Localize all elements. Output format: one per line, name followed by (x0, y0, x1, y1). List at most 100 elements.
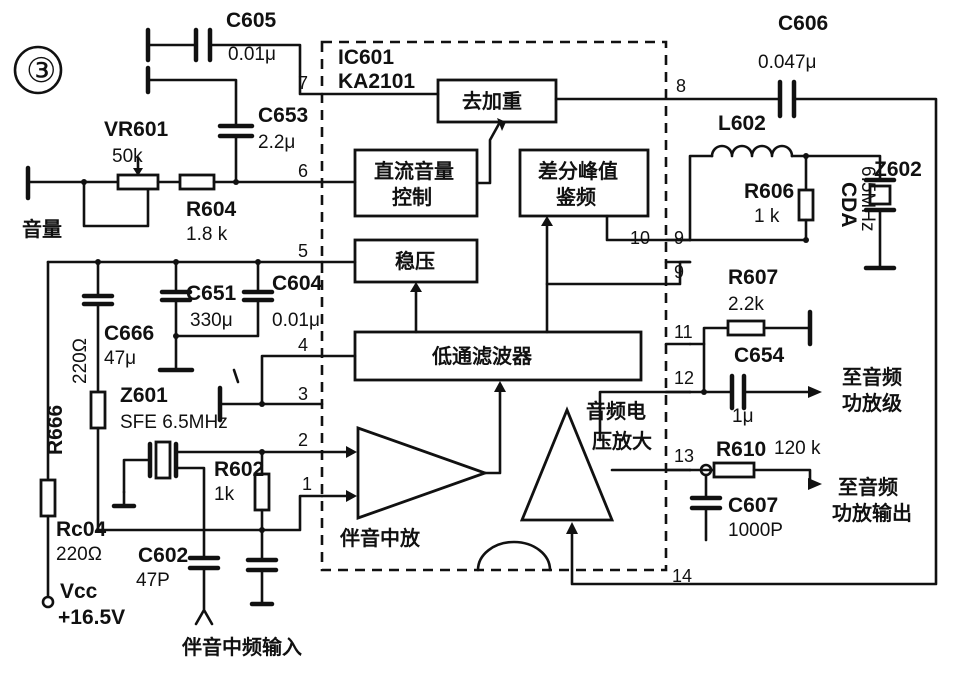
deemphasis-block (436, 78, 558, 124)
pin-14: 14 (672, 566, 692, 586)
pin-5: 5 (298, 241, 308, 261)
if-amp-triangle (356, 426, 490, 520)
out1-label-2: 功放级 (842, 391, 902, 415)
vr601-ref: VR601 (104, 118, 169, 141)
z602-type: CDA (837, 182, 860, 228)
l602-symbol (710, 144, 794, 158)
c651-value: 330μ (190, 310, 233, 331)
z602-symbol (868, 184, 892, 206)
c606-symbol (777, 79, 797, 119)
pin-3: 3 (298, 384, 308, 404)
lowpass-label: 低通滤波器 (431, 344, 533, 368)
r606-value: 1 k (754, 206, 780, 227)
c604-ref: C604 (272, 272, 323, 295)
z601-symbol (147, 441, 179, 479)
c653-ref: C653 (258, 104, 308, 127)
pin-6: 6 (298, 161, 308, 181)
r666-value: 220Ω (70, 338, 91, 384)
dc-volume-label-2: 控制 (392, 185, 432, 209)
vr601-symbol (116, 173, 160, 191)
pin-13: 13 (674, 446, 694, 466)
ic-boundary (320, 40, 668, 572)
r604-value: 1.8 k (186, 224, 228, 245)
r607-ref: R607 (728, 266, 778, 289)
z602-ref: Z602 (874, 158, 922, 181)
diff-peak-label-1: 差分峰值 (538, 159, 618, 183)
c666-value: 47μ (104, 348, 136, 369)
c606-value: 0.047μ (758, 52, 817, 73)
ic-ref: IC601 (338, 46, 394, 69)
input-label: 伴音中频输入 (181, 635, 302, 659)
out2-label-2: 功放输出 (832, 501, 912, 525)
vr601-value: 50k (112, 146, 143, 167)
c654-ref: C654 (734, 344, 785, 367)
regulator-block (353, 238, 479, 284)
out1-arrow (808, 386, 822, 398)
c602-ref: C602 (138, 544, 188, 567)
pin-9-upper: 9 (674, 228, 684, 248)
out2-label-1: 至音频 (838, 475, 898, 499)
c602-value: 47P (136, 570, 170, 591)
deemphasis-label: 去加重 (462, 89, 522, 113)
r610-ref: R610 (716, 438, 766, 461)
r607-value: 2.2k (728, 294, 764, 315)
pin-7: 7 (298, 73, 308, 93)
r602-value: 1k (214, 484, 235, 505)
c607-ref: C607 (728, 494, 778, 517)
r607-symbol (726, 319, 766, 337)
volume-label: 音量 (22, 217, 62, 241)
r606-ref: R606 (744, 180, 794, 203)
c605-value: 0.01μ (228, 44, 276, 65)
pin-12: 12 (674, 368, 694, 388)
vcc-label: Vcc (60, 580, 98, 603)
r610-symbol (712, 461, 756, 479)
z602-freq: 6.5MHz (857, 166, 878, 231)
r602-ref: R602 (214, 458, 264, 481)
c602-symbol (187, 555, 221, 571)
z601-ref: Z601 (120, 384, 168, 407)
ic-part: KA2101 (338, 70, 415, 93)
rc04-value: 220Ω (56, 544, 102, 565)
figure-number-circle (13, 45, 63, 95)
c606-ref: C606 (778, 12, 828, 35)
vcc-terminal (41, 595, 55, 609)
c651-ref: C651 (186, 282, 237, 305)
l602-ref: L602 (718, 112, 766, 135)
r604-ref: R604 (186, 198, 237, 221)
rc04-symbol (39, 478, 57, 518)
arrow-to-lowpass (483, 388, 502, 475)
c653-symbol (217, 123, 255, 139)
out1-label-1: 至音频 (842, 365, 902, 389)
pin-8: 8 (676, 76, 686, 96)
diff-peak-block (518, 148, 650, 218)
c607-value: 1000P (728, 520, 783, 541)
c607-symbol (689, 495, 723, 511)
c605-symbol (193, 27, 213, 63)
pin-11: 11 (674, 322, 693, 342)
if-amp-label: 伴音中放 (339, 526, 421, 550)
dc-volume-label-1: 直流音量 (374, 159, 454, 183)
audio-amp-label-1: 音频电 (586, 399, 646, 423)
c654-value: 1μ (732, 406, 754, 427)
c605-ref: C605 (226, 9, 277, 32)
pin-2: 2 (298, 430, 308, 450)
audio-amp-label-2: 压放大 (592, 429, 652, 453)
r666-symbol (89, 390, 107, 430)
r604-symbol (178, 173, 216, 191)
pin-1: 1 (302, 474, 312, 494)
rc04-ref: Rc04 (56, 518, 107, 541)
ic-notch-arc (476, 540, 552, 572)
pin-4: 4 (298, 335, 308, 355)
regulator-label: 稳压 (395, 249, 435, 273)
c666-ref: C666 (104, 322, 154, 345)
arrow-to-deemphasis (475, 120, 502, 185)
pin-9-lower: 9 (674, 262, 684, 282)
figure-number: ③ (26, 51, 56, 91)
r606-symbol (797, 188, 815, 222)
c653-value: 2.2μ (258, 132, 295, 153)
out2-arrow (808, 478, 822, 490)
z601-value: SFE 6.5MHz (120, 412, 228, 433)
c654-symbol (729, 373, 747, 411)
c604-value: 0.01μ (272, 310, 320, 331)
